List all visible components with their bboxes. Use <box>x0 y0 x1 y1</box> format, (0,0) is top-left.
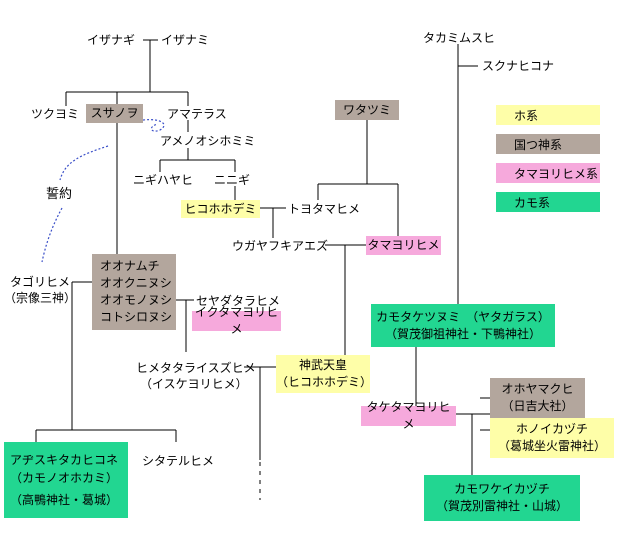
node-amaterasu: アマテラス <box>167 107 227 121</box>
node-watatsumi: ワタツミ <box>335 100 399 120</box>
node-himetatara: ヒメタタライスズヒメ <box>136 361 256 375</box>
node-ohoyamakuhi: オホヤマクヒ （日吉大社） <box>490 378 585 418</box>
node-toyotamahime: トヨタマヒメ <box>288 202 361 216</box>
node-ugaya: ウガヤフキアエズ <box>232 239 329 253</box>
node-hikohohodemi: ヒコホホデミ <box>181 200 260 218</box>
node-izanagi: イザナギ <box>87 33 136 47</box>
node-takamimusuhi: タカミムスヒ <box>423 31 496 45</box>
node-sukunahikona: スクナヒコナ <box>482 59 555 73</box>
node-ikutamayorihime: イクタマヨリヒメ <box>192 305 281 336</box>
node-ajisuki: アヂスキタカヒコネ （カモノオホカミ） （高鴨神社・葛城） <box>4 442 128 518</box>
node-tsukuyomi: ツクヨミ <box>31 107 80 121</box>
node-honoikazuchi: ホノイカヅチ （葛城坐火雷神社） <box>490 418 614 458</box>
node-izanami: イザナミ <box>161 33 210 47</box>
node-nigihayahi: ニギハヤヒ <box>133 173 194 187</box>
node-tamayorihime: タマヨリヒメ <box>366 236 441 255</box>
node-kamotaketsunumi: カモタケツヌミ （ヤタガラス） （賀茂御祖神社・下鴨神社） <box>371 304 555 347</box>
label-seiyaku: 誓約 <box>46 187 73 202</box>
node-taketamayorihime: タケタマヨリヒメ <box>361 400 456 431</box>
legend-item-kunitsukami: 国つ神系 <box>496 134 600 154</box>
legend-item-tamayorihime: タマヨリヒメ系 <box>496 163 600 183</box>
node-shitateruhime: シタテルヒメ <box>142 454 215 468</box>
node-ninigi: ニニギ <box>214 173 251 187</box>
node-tagorihime-note: （宗像三神） <box>4 291 77 305</box>
node-jinmu: 神武天皇 （ヒコホホデミ） <box>276 355 372 393</box>
node-tagorihime: タゴリヒメ <box>10 275 71 289</box>
node-onamuchi-group: オオナムチ オオクニヌシ オオモノヌシ コトシロヌシ <box>92 254 176 330</box>
legend-item-kamo: カモ系 <box>496 192 600 212</box>
node-kamowakeikazuchi: カモワケイカヅチ （賀茂別雷神社・山城） <box>424 475 580 521</box>
node-amenooshihomimi: アメノオシホミミ <box>160 134 256 148</box>
legend-item-ho: ホ系 <box>496 105 600 125</box>
node-himetatara-note: （イスケヨリヒメ） <box>140 377 248 391</box>
node-susanoo: スサノヲ <box>86 104 143 123</box>
node-seyadatarahime: セヤダタラヒメ <box>196 294 281 308</box>
